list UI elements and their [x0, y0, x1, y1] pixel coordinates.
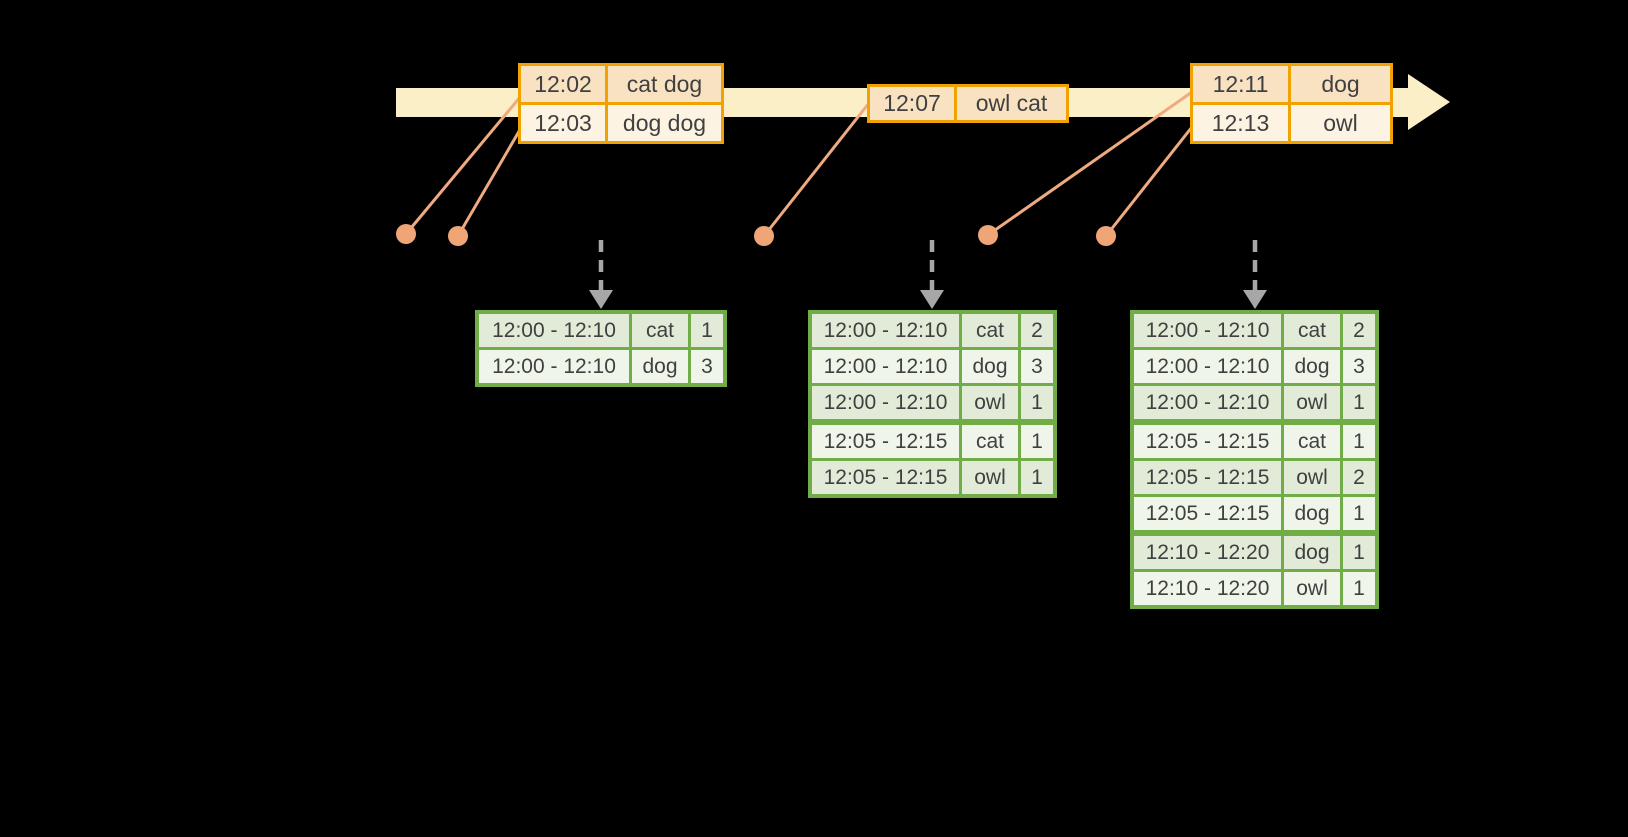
count-cell: 1: [1343, 425, 1375, 458]
word-cell: dog: [1284, 350, 1340, 383]
window-cell: 12:00 - 12:10: [479, 314, 629, 347]
count-cell: 2: [1343, 461, 1375, 494]
window-cell: 12:00 - 12:10: [479, 350, 629, 383]
count-cell: 1: [1343, 536, 1375, 569]
result-table-3: 12:00 - 12:10 cat 2 12:00 - 12:10 dog 3 …: [1130, 310, 1379, 609]
event-words-cell: dog: [1291, 66, 1390, 102]
window-cell: 12:05 - 12:15: [1134, 461, 1281, 494]
event-words-cell: dog dog: [608, 105, 721, 141]
result-row: 12:10 - 12:20 dog 1: [1134, 536, 1375, 569]
word-cell: owl: [962, 461, 1018, 494]
result-row: 12:00 - 12:10 dog 3: [812, 350, 1053, 383]
result-row: 12:00 - 12:10 owl 1: [1134, 386, 1375, 419]
event-dot: [448, 226, 468, 246]
result-row: 12:05 - 12:15 cat 1: [812, 425, 1053, 458]
word-cell: owl: [1284, 572, 1340, 605]
result-row: 12:00 - 12:10 owl 1: [812, 386, 1053, 419]
result-row: 12:00 - 12:10 cat 2: [1134, 314, 1375, 347]
event-time-cell: 12:02: [521, 66, 605, 102]
window-cell: 12:05 - 12:15: [1134, 425, 1281, 458]
count-cell: 3: [1021, 350, 1053, 383]
word-cell: cat: [1284, 425, 1340, 458]
connector-line: [404, 95, 523, 235]
word-cell: cat: [962, 425, 1018, 458]
timeline-arrowhead-icon: [1408, 74, 1450, 130]
event-time-cell: 12:11: [1193, 66, 1288, 102]
window-cell: 12:00 - 12:10: [1134, 314, 1281, 347]
count-cell: 2: [1343, 314, 1375, 347]
word-cell: owl: [1284, 386, 1340, 419]
result-row: 12:00 - 12:10 dog 3: [1134, 350, 1375, 383]
count-cell: 3: [691, 350, 723, 383]
event-table-2: 12:07 owl cat: [867, 84, 1069, 123]
word-cell: dog: [1284, 536, 1340, 569]
result-row: 12:05 - 12:15 dog 1: [1134, 497, 1375, 530]
count-cell: 1: [1343, 497, 1375, 530]
count-cell: 3: [1343, 350, 1375, 383]
result-row: 12:00 - 12:10 cat 2: [812, 314, 1053, 347]
event-row: 12:02 cat dog: [521, 66, 721, 102]
window-cell: 12:05 - 12:15: [1134, 497, 1281, 530]
connector-line: [762, 102, 871, 237]
connector-line: [456, 127, 523, 237]
result-row: 12:05 - 12:15 cat 1: [1134, 425, 1375, 458]
word-cell: cat: [1284, 314, 1340, 347]
window-cell: 12:00 - 12:10: [1134, 386, 1281, 419]
event-dot: [978, 225, 998, 245]
window-cell: 12:10 - 12:20: [1134, 572, 1281, 605]
word-cell: dog: [1284, 497, 1340, 530]
event-time-cell: 12:07: [870, 87, 954, 120]
event-dot: [396, 224, 416, 244]
event-dot: [1096, 226, 1116, 246]
event-table-1: 12:02 cat dog 12:03 dog dog: [518, 63, 724, 144]
word-cell: owl: [1284, 461, 1340, 494]
event-words-cell: owl: [1291, 105, 1390, 141]
word-cell: dog: [632, 350, 688, 383]
count-cell: 2: [1021, 314, 1053, 347]
result-row: 12:05 - 12:15 owl 2: [1134, 461, 1375, 494]
event-time-cell: 12:03: [521, 105, 605, 141]
window-cell: 12:00 - 12:10: [812, 350, 959, 383]
result-row: 12:10 - 12:20 owl 1: [1134, 572, 1375, 605]
count-cell: 1: [1343, 386, 1375, 419]
result-table-1: 12:00 - 12:10 cat 1 12:00 - 12:10 dog 3: [475, 310, 727, 387]
trigger-arrowhead-icon: [1243, 290, 1267, 309]
count-cell: 1: [1021, 425, 1053, 458]
event-row: 12:07 owl cat: [870, 87, 1066, 120]
result-row: 12:05 - 12:15 owl 1: [812, 461, 1053, 494]
window-cell: 12:10 - 12:20: [1134, 536, 1281, 569]
count-cell: 1: [1343, 572, 1375, 605]
event-words-cell: owl cat: [957, 87, 1066, 120]
event-words-cell: cat dog: [608, 66, 721, 102]
event-row: 12:13 owl: [1193, 105, 1390, 141]
window-cell: 12:00 - 12:10: [812, 314, 959, 347]
window-cell: 12:05 - 12:15: [812, 425, 959, 458]
count-cell: 1: [1021, 386, 1053, 419]
event-row: 12:03 dog dog: [521, 105, 721, 141]
event-table-3: 12:11 dog 12:13 owl: [1190, 63, 1393, 144]
result-table-2: 12:00 - 12:10 cat 2 12:00 - 12:10 dog 3 …: [808, 310, 1057, 498]
word-cell: dog: [962, 350, 1018, 383]
count-cell: 1: [691, 314, 723, 347]
result-row: 12:00 - 12:10 cat 1: [479, 314, 723, 347]
word-cell: cat: [962, 314, 1018, 347]
trigger-arrowhead-icon: [920, 290, 944, 309]
event-dot: [754, 226, 774, 246]
result-row: 12:00 - 12:10 dog 3: [479, 350, 723, 383]
window-cell: 12:05 - 12:15: [812, 461, 959, 494]
count-cell: 1: [1021, 461, 1053, 494]
window-cell: 12:00 - 12:10: [1134, 350, 1281, 383]
connector-line: [1104, 126, 1194, 237]
event-time-cell: 12:13: [1193, 105, 1288, 141]
trigger-arrowhead-icon: [589, 290, 613, 309]
word-cell: cat: [632, 314, 688, 347]
event-row: 12:11 dog: [1193, 66, 1390, 102]
window-cell: 12:00 - 12:10: [812, 386, 959, 419]
word-cell: owl: [962, 386, 1018, 419]
connector-line: [987, 90, 1193, 237]
